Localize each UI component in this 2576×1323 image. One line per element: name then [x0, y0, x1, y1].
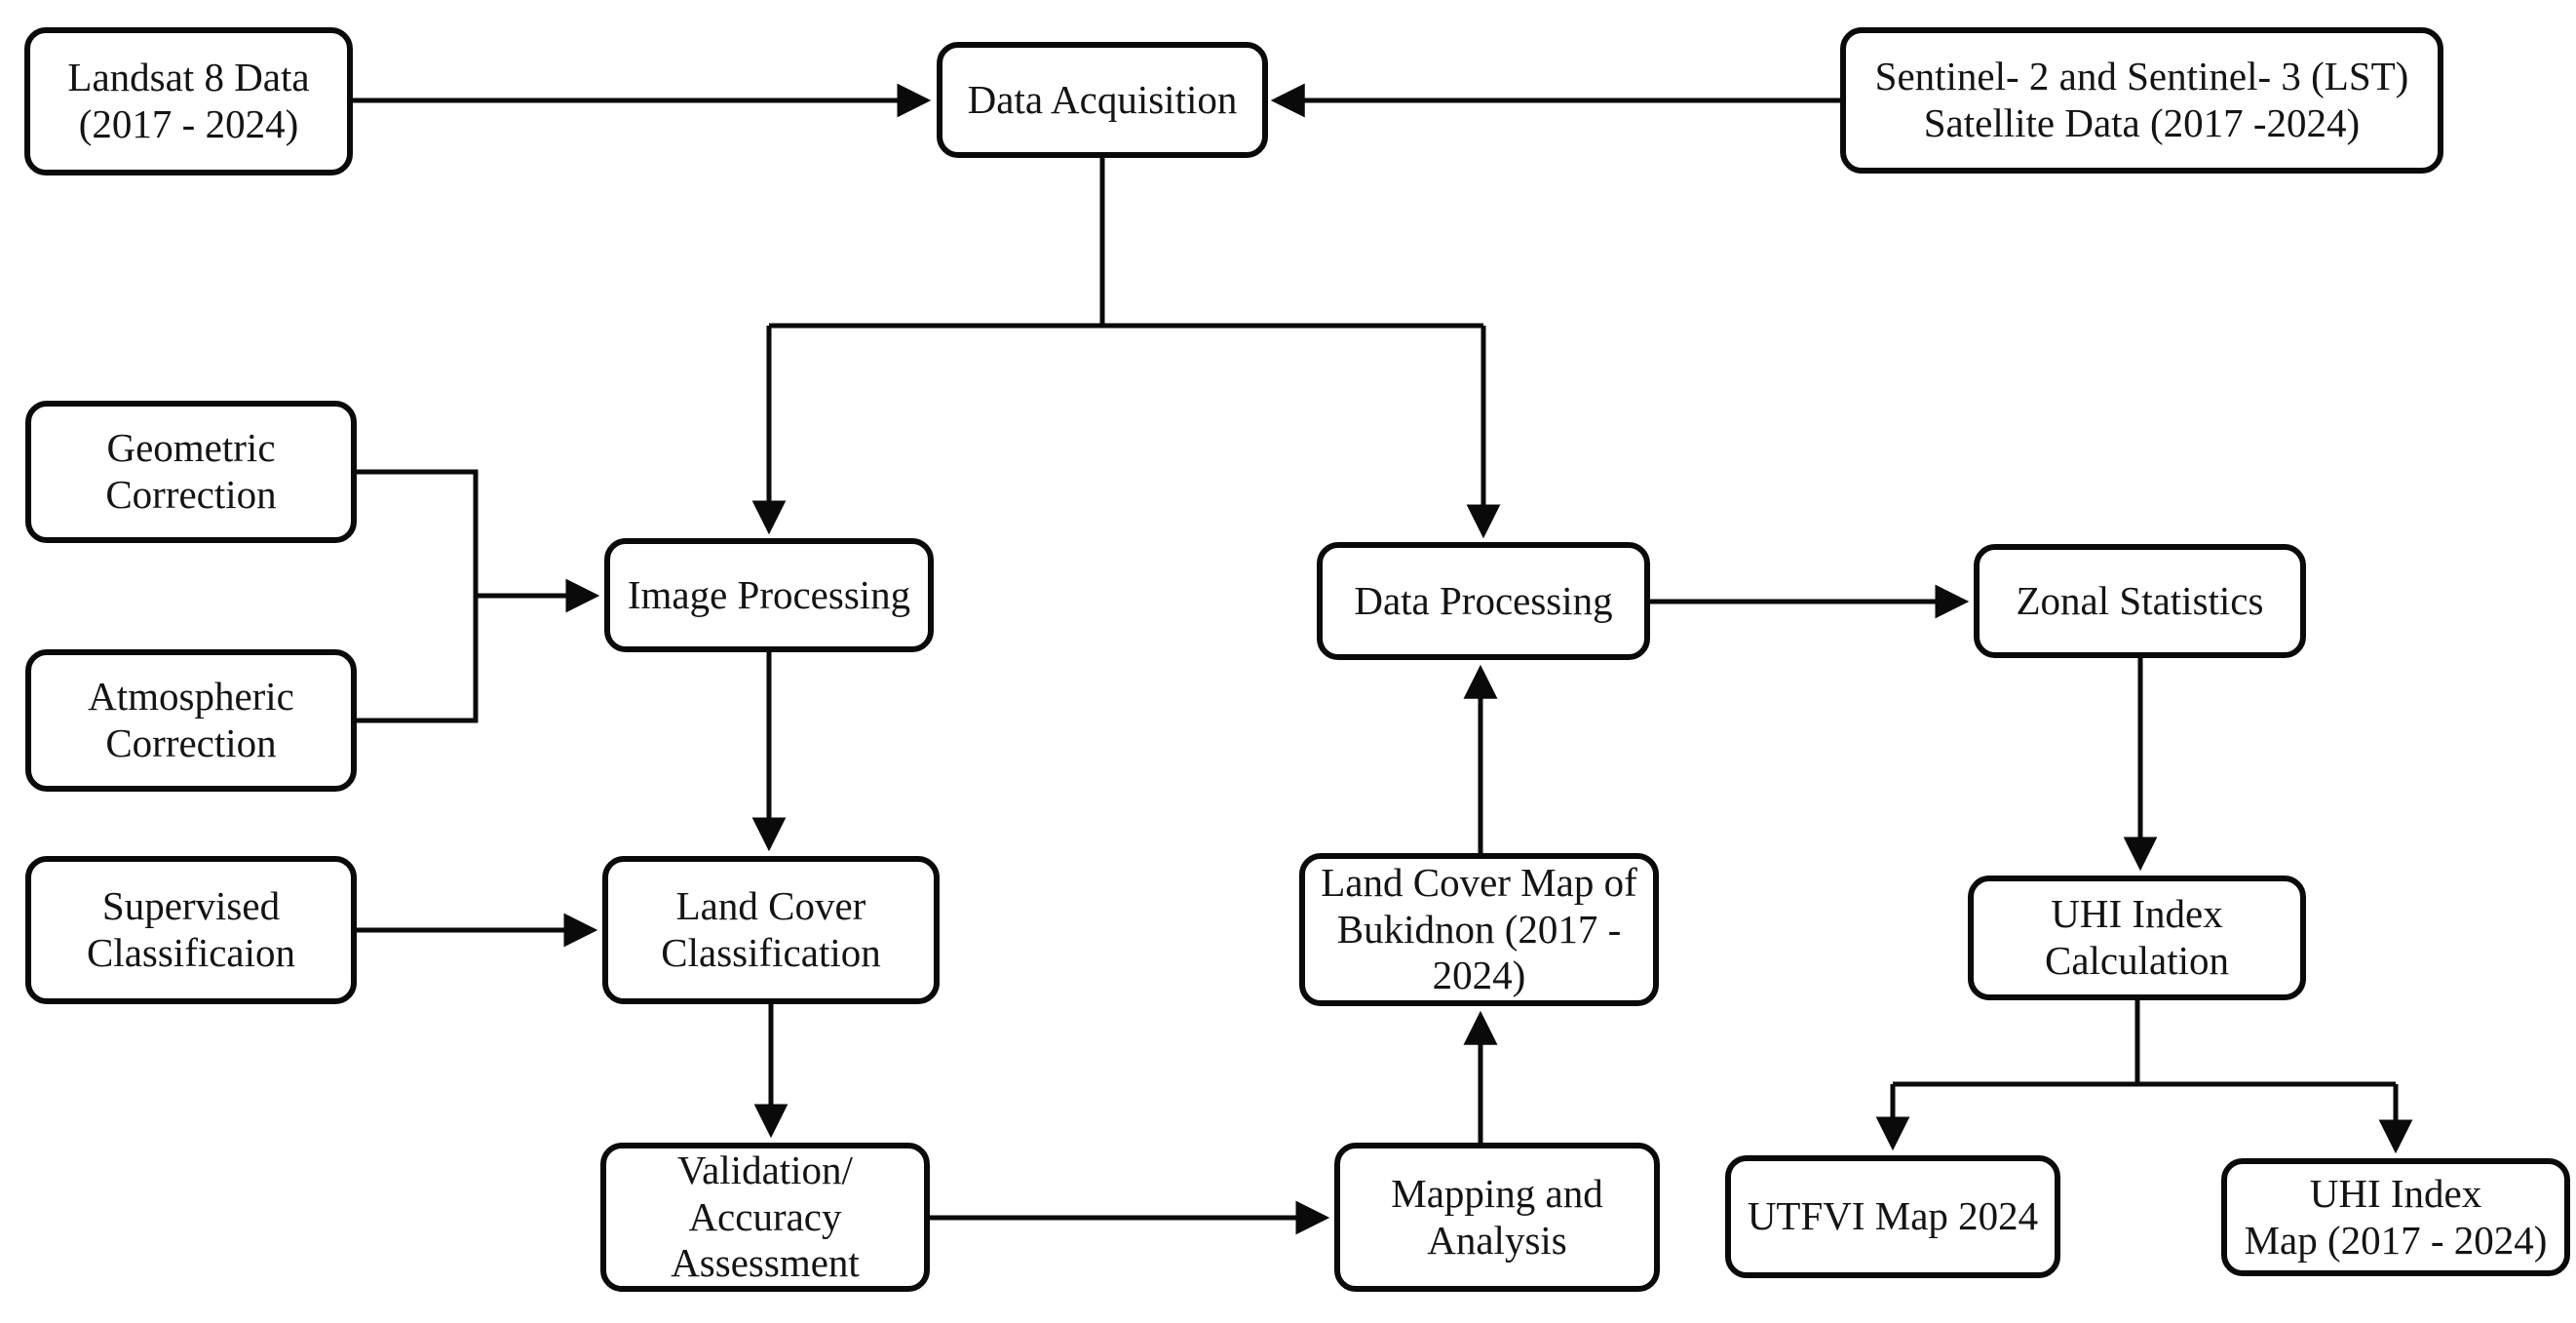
node-supervised-classification-label: Supervised Classificaion: [86, 883, 296, 975]
node-utfvi-map: UTFVI Map 2024: [1725, 1155, 2060, 1278]
node-land-cover-map: Land Cover Map of Bukidnon (2017 - 2024): [1299, 853, 1659, 1006]
node-uhi-index-calculation: UHI Index Calculation: [1968, 876, 2306, 1000]
node-landsat-8-data-label: Landsat 8 Data (2017 - 2024): [67, 55, 310, 146]
node-land-cover-map-label: Land Cover Map of Bukidnon (2017 - 2024): [1321, 860, 1637, 998]
node-zonal-statistics-label: Zonal Statistics: [2016, 577, 2264, 623]
node-mapping-and-analysis: Mapping and Analysis: [1334, 1143, 1660, 1292]
node-land-cover-classification-label: Land Cover Classification: [661, 883, 881, 975]
node-sentinel-data: Sentinel- 2 and Sentinel- 3 (LST) Satell…: [1840, 27, 2443, 174]
node-sentinel-data-label: Sentinel- 2 and Sentinel- 3 (LST) Satell…: [1874, 54, 2409, 145]
node-geometric-correction: Geometric Correction: [25, 401, 357, 543]
node-data-acquisition: Data Acquisition: [937, 42, 1268, 158]
node-mapping-and-analysis-label: Mapping and Analysis: [1391, 1170, 1603, 1263]
node-supervised-classification: Supervised Classificaion: [25, 856, 357, 1004]
node-geometric-correction-label: Geometric Correction: [105, 425, 277, 517]
node-utfvi-map-label: UTFVI Map 2024: [1747, 1193, 2039, 1239]
node-uhi-index-map: UHI Index Map (2017 - 2024): [2221, 1158, 2570, 1276]
node-landsat-8-data: Landsat 8 Data (2017 - 2024): [24, 27, 353, 175]
node-data-acquisition-label: Data Acquisition: [967, 76, 1238, 122]
node-data-processing: Data Processing: [1317, 542, 1650, 660]
node-uhi-index-map-label: UHI Index Map (2017 - 2024): [2244, 1170, 2548, 1263]
node-image-processing: Image Processing: [604, 538, 934, 652]
edge-corrections-bracket: [357, 469, 479, 723]
node-atmospheric-correction: Atmospheric Correction: [25, 649, 357, 792]
node-validation-accuracy-assessment: Validation/ Accuracy Assessment: [600, 1143, 930, 1292]
node-data-processing-label: Data Processing: [1354, 577, 1613, 623]
node-atmospheric-correction-label: Atmospheric Correction: [88, 674, 294, 765]
node-validation-accuracy-assessment-label: Validation/ Accuracy Assessment: [671, 1148, 860, 1286]
node-land-cover-classification: Land Cover Classification: [602, 856, 940, 1004]
node-uhi-index-calculation-label: UHI Index Calculation: [2044, 891, 2229, 983]
node-zonal-statistics: Zonal Statistics: [1974, 544, 2306, 658]
node-image-processing-label: Image Processing: [627, 571, 911, 617]
